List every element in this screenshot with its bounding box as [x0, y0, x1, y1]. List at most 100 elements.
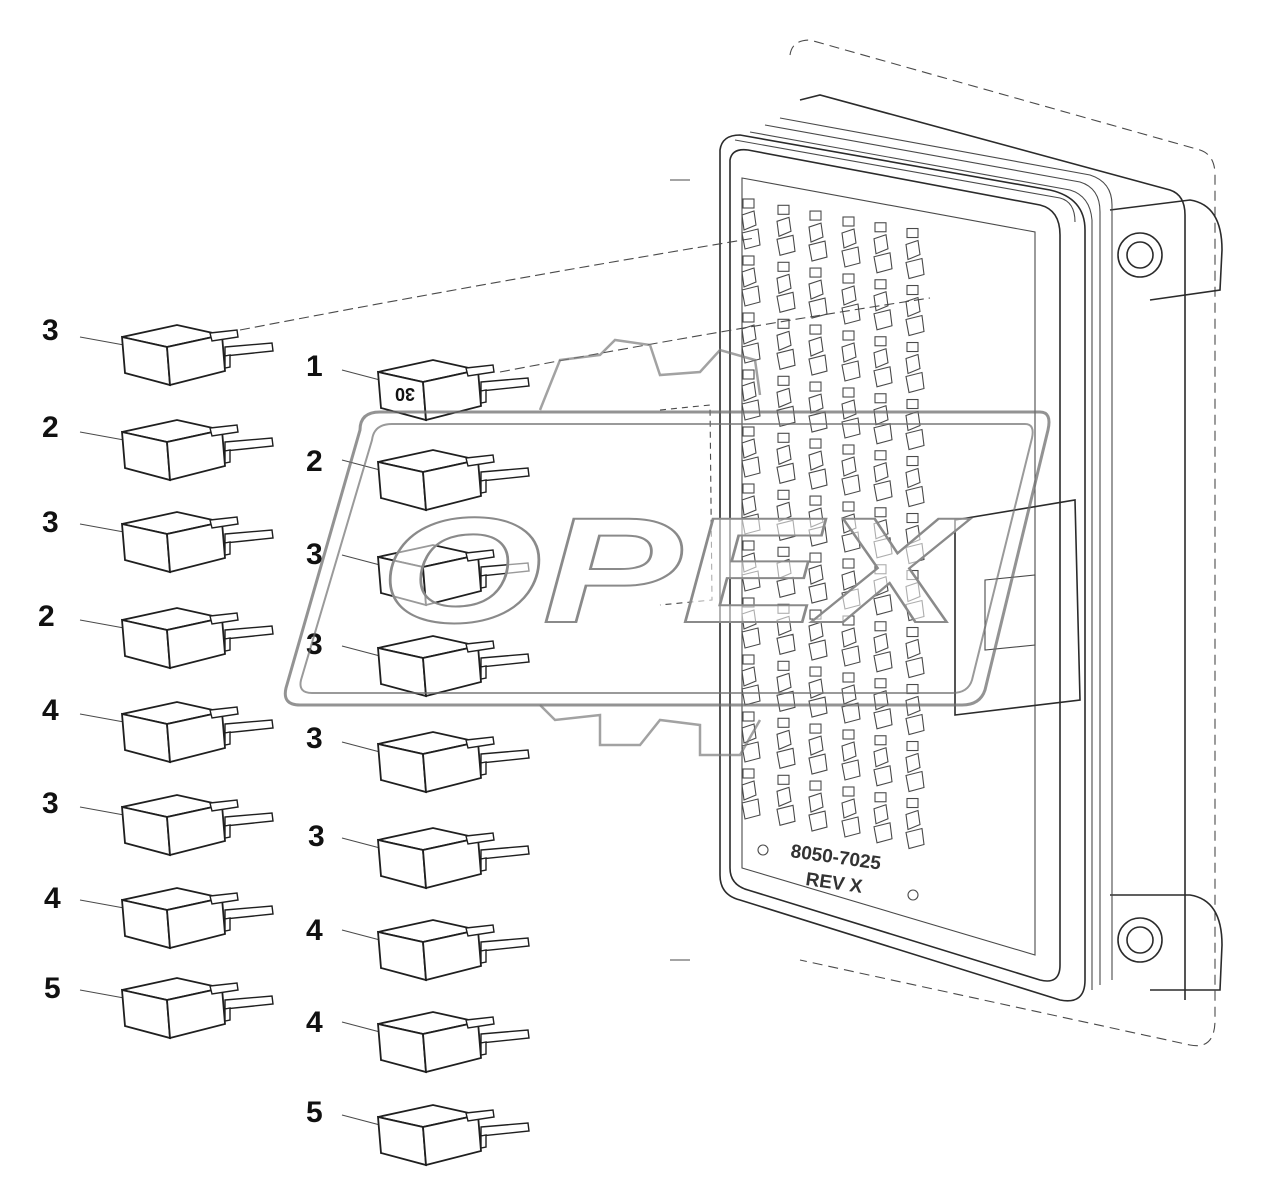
callout-number: 3 — [308, 820, 325, 853]
cavity-terminal — [741, 666, 757, 687]
cavity-terminal — [776, 633, 796, 655]
cavity-terminal — [741, 210, 757, 231]
cavity-terminal — [905, 524, 921, 546]
part-number-label: 8050-7025 — [789, 841, 882, 875]
cavity-terminal — [905, 410, 921, 432]
cavity-terminal — [905, 239, 921, 261]
cavity-slot — [874, 678, 887, 689]
blade-fuse — [79, 977, 274, 1040]
callouts-right: 1 2 3 3 3 3 4 4 5 — [306, 350, 325, 1129]
cavity-terminal — [841, 303, 861, 325]
cavity-slot — [842, 330, 855, 341]
cavity-terminal — [776, 348, 796, 370]
cavity-terminal — [905, 296, 921, 318]
cavity-slot — [906, 740, 919, 752]
cavity-slot — [742, 711, 755, 722]
cavity-terminal — [808, 696, 828, 718]
cavity-slot — [842, 558, 855, 569]
cavity-slot — [777, 489, 790, 500]
cavity-terminal — [873, 252, 893, 274]
cavity-terminal — [873, 708, 893, 730]
cavity-slot — [842, 387, 855, 398]
cavity-slot — [906, 341, 919, 353]
blade-fuse — [79, 701, 274, 764]
cavity-terminal — [776, 387, 792, 409]
cavity-slot — [777, 204, 790, 215]
cavity-terminal — [741, 324, 757, 345]
cavity-slot — [842, 273, 855, 284]
watermark-text: OPEX — [380, 486, 971, 654]
cavity-slot — [874, 735, 887, 746]
cavity-terminal — [841, 360, 861, 382]
cavity-terminal — [905, 695, 921, 717]
cavity-terminal — [808, 411, 828, 433]
cavity-terminal — [808, 678, 824, 699]
cavity-terminal — [741, 552, 757, 573]
callout-number: 5 — [44, 972, 61, 1005]
cavity-terminal — [841, 798, 857, 819]
cavity-slot — [809, 495, 822, 506]
mounting-ear-top — [1109, 199, 1223, 301]
cavity-slot — [842, 672, 855, 683]
cavity-terminal — [776, 804, 796, 826]
cavity-terminal — [808, 621, 824, 642]
cavity-terminal — [741, 495, 757, 516]
cavity-slot — [874, 393, 887, 404]
cavity-terminal — [873, 651, 893, 673]
cavity-terminal — [741, 228, 761, 250]
cavity-slot — [809, 267, 822, 278]
callout-number: 2 — [306, 445, 323, 478]
cavity-terminal — [808, 297, 828, 319]
cavity-terminal — [841, 588, 861, 610]
cavity-terminal — [905, 752, 921, 774]
cavity-terminal — [873, 366, 893, 388]
cavity-terminal — [808, 222, 824, 243]
cavity-slot — [809, 666, 822, 677]
cavity-terminal — [808, 639, 828, 661]
cavity-slot — [809, 609, 822, 620]
cavity-terminal — [905, 656, 925, 679]
cavity-slot — [742, 369, 755, 380]
cavity-slot — [842, 615, 855, 626]
callout-number: 4 — [44, 882, 61, 915]
cavity-terminal — [841, 474, 861, 496]
callout-number: 3 — [42, 506, 59, 539]
cavity-terminal — [905, 770, 925, 793]
cavity-terminal — [841, 399, 857, 420]
cavity-slot — [874, 336, 887, 347]
cavity-slot — [906, 797, 919, 809]
cavity-terminal — [741, 267, 757, 288]
cavity-slot — [906, 626, 919, 638]
cavity-terminal — [776, 576, 796, 598]
cavity-terminal — [873, 405, 889, 426]
cavity-slot — [777, 546, 790, 557]
cavity-terminal — [776, 462, 796, 484]
cavity-slot — [742, 540, 755, 551]
cavity-slot — [842, 444, 855, 455]
cavity-terminal — [741, 456, 761, 478]
cavity-terminal — [873, 234, 889, 255]
cavity-terminal — [741, 399, 761, 421]
cavity-slot — [777, 603, 790, 614]
cavity-terminal — [808, 279, 824, 300]
blade-fuse — [341, 1104, 530, 1167]
cavity-terminal — [741, 723, 757, 744]
cavity-slot — [777, 774, 790, 785]
callout-number: 4 — [306, 1006, 323, 1039]
cavity-slot — [906, 512, 919, 524]
cavity-terminal — [808, 810, 828, 832]
cavity-terminal — [873, 765, 893, 787]
cavity-terminal — [905, 428, 925, 451]
cavity-terminal — [841, 342, 857, 363]
cavity-slot — [906, 569, 919, 581]
cavity-terminal — [841, 684, 857, 705]
cavity-terminal — [905, 827, 925, 850]
cavity-terminal — [776, 330, 792, 352]
cavity-terminal — [905, 485, 925, 508]
cavity-terminal — [873, 423, 893, 445]
cavity-terminal — [808, 792, 824, 813]
callout-number: 3 — [306, 722, 323, 755]
cavity-terminal — [808, 735, 824, 756]
cavity-slot — [742, 255, 755, 266]
cavity-terminal — [776, 729, 792, 751]
